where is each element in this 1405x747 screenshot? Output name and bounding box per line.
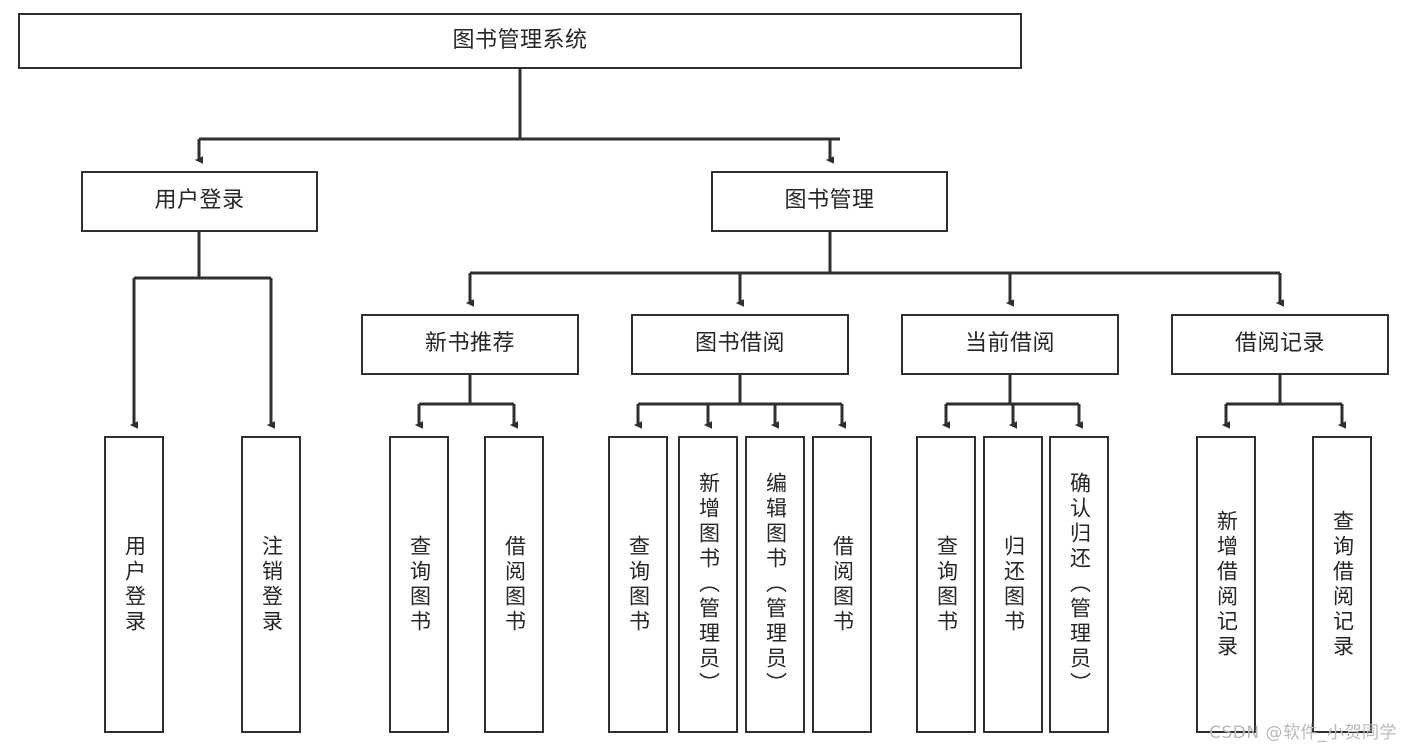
node-current-borrow[interactable]: 当前借阅: [901, 314, 1119, 375]
node-leaf-borrow-book-label: 借阅图书: [830, 534, 855, 635]
node-leaf-borrow-book-recommend-label: 借阅图书: [502, 534, 527, 635]
node-leaf-add-borrow-record[interactable]: 新增借阅记录: [1196, 436, 1256, 733]
node-leaf-query-book-borrow[interactable]: 查询图书: [608, 436, 668, 733]
node-user-login[interactable]: 用户登录: [81, 171, 318, 232]
node-new-book-recommend[interactable]: 新书推荐: [361, 314, 579, 375]
node-leaf-return-book-label: 归还图书: [1001, 534, 1026, 635]
node-root[interactable]: 图书管理系统: [18, 13, 1022, 69]
node-leaf-query-book-borrow-label: 查询图书: [626, 534, 651, 635]
node-leaf-query-book-recommend-label: 查询图书: [407, 534, 432, 635]
node-book-manage-label: 图书管理: [784, 188, 875, 214]
node-leaf-logout[interactable]: 注销登录: [241, 436, 301, 733]
watermark-text: CSDN @软件_小贺同学: [1209, 723, 1397, 743]
node-user-login-label: 用户登录: [154, 188, 245, 214]
node-leaf-borrow-book-recommend[interactable]: 借阅图书: [484, 436, 544, 733]
node-borrow-record-label: 借阅记录: [1234, 331, 1325, 357]
node-leaf-query-book-current-label: 查询图书: [934, 534, 959, 635]
node-leaf-add-borrow-record-label: 新增借阅记录: [1214, 509, 1239, 660]
node-leaf-borrow-book[interactable]: 借阅图书: [812, 436, 872, 733]
node-leaf-edit-book[interactable]: 编辑图书（管理员）: [745, 436, 805, 733]
node-leaf-return-book[interactable]: 归还图书: [983, 436, 1043, 733]
node-leaf-user-login-label: 用户登录: [122, 534, 147, 635]
node-leaf-query-book-recommend[interactable]: 查询图书: [389, 436, 449, 733]
node-current-borrow-label: 当前借阅: [964, 331, 1055, 357]
node-leaf-confirm-return[interactable]: 确认归还（管理员）: [1049, 436, 1109, 733]
node-leaf-logout-label: 注销登录: [259, 534, 284, 635]
node-leaf-edit-book-label: 编辑图书（管理员）: [763, 472, 788, 697]
node-leaf-add-book-label: 新增图书（管理员）: [696, 472, 721, 697]
node-book-manage[interactable]: 图书管理: [711, 171, 948, 232]
node-leaf-confirm-return-label: 确认归还（管理员）: [1067, 472, 1092, 697]
node-leaf-query-borrow-record[interactable]: 查询借阅记录: [1312, 436, 1372, 733]
node-borrow-record[interactable]: 借阅记录: [1171, 314, 1389, 375]
node-leaf-query-borrow-record-label: 查询借阅记录: [1330, 509, 1355, 660]
node-book-borrow[interactable]: 图书借阅: [631, 314, 849, 375]
node-leaf-query-book-current[interactable]: 查询图书: [916, 436, 976, 733]
node-leaf-user-login[interactable]: 用户登录: [104, 436, 164, 733]
node-leaf-add-book[interactable]: 新增图书（管理员）: [678, 436, 738, 733]
node-root-label: 图书管理系统: [452, 27, 588, 53]
node-new-book-recommend-label: 新书推荐: [424, 331, 515, 357]
node-book-borrow-label: 图书借阅: [694, 331, 785, 357]
